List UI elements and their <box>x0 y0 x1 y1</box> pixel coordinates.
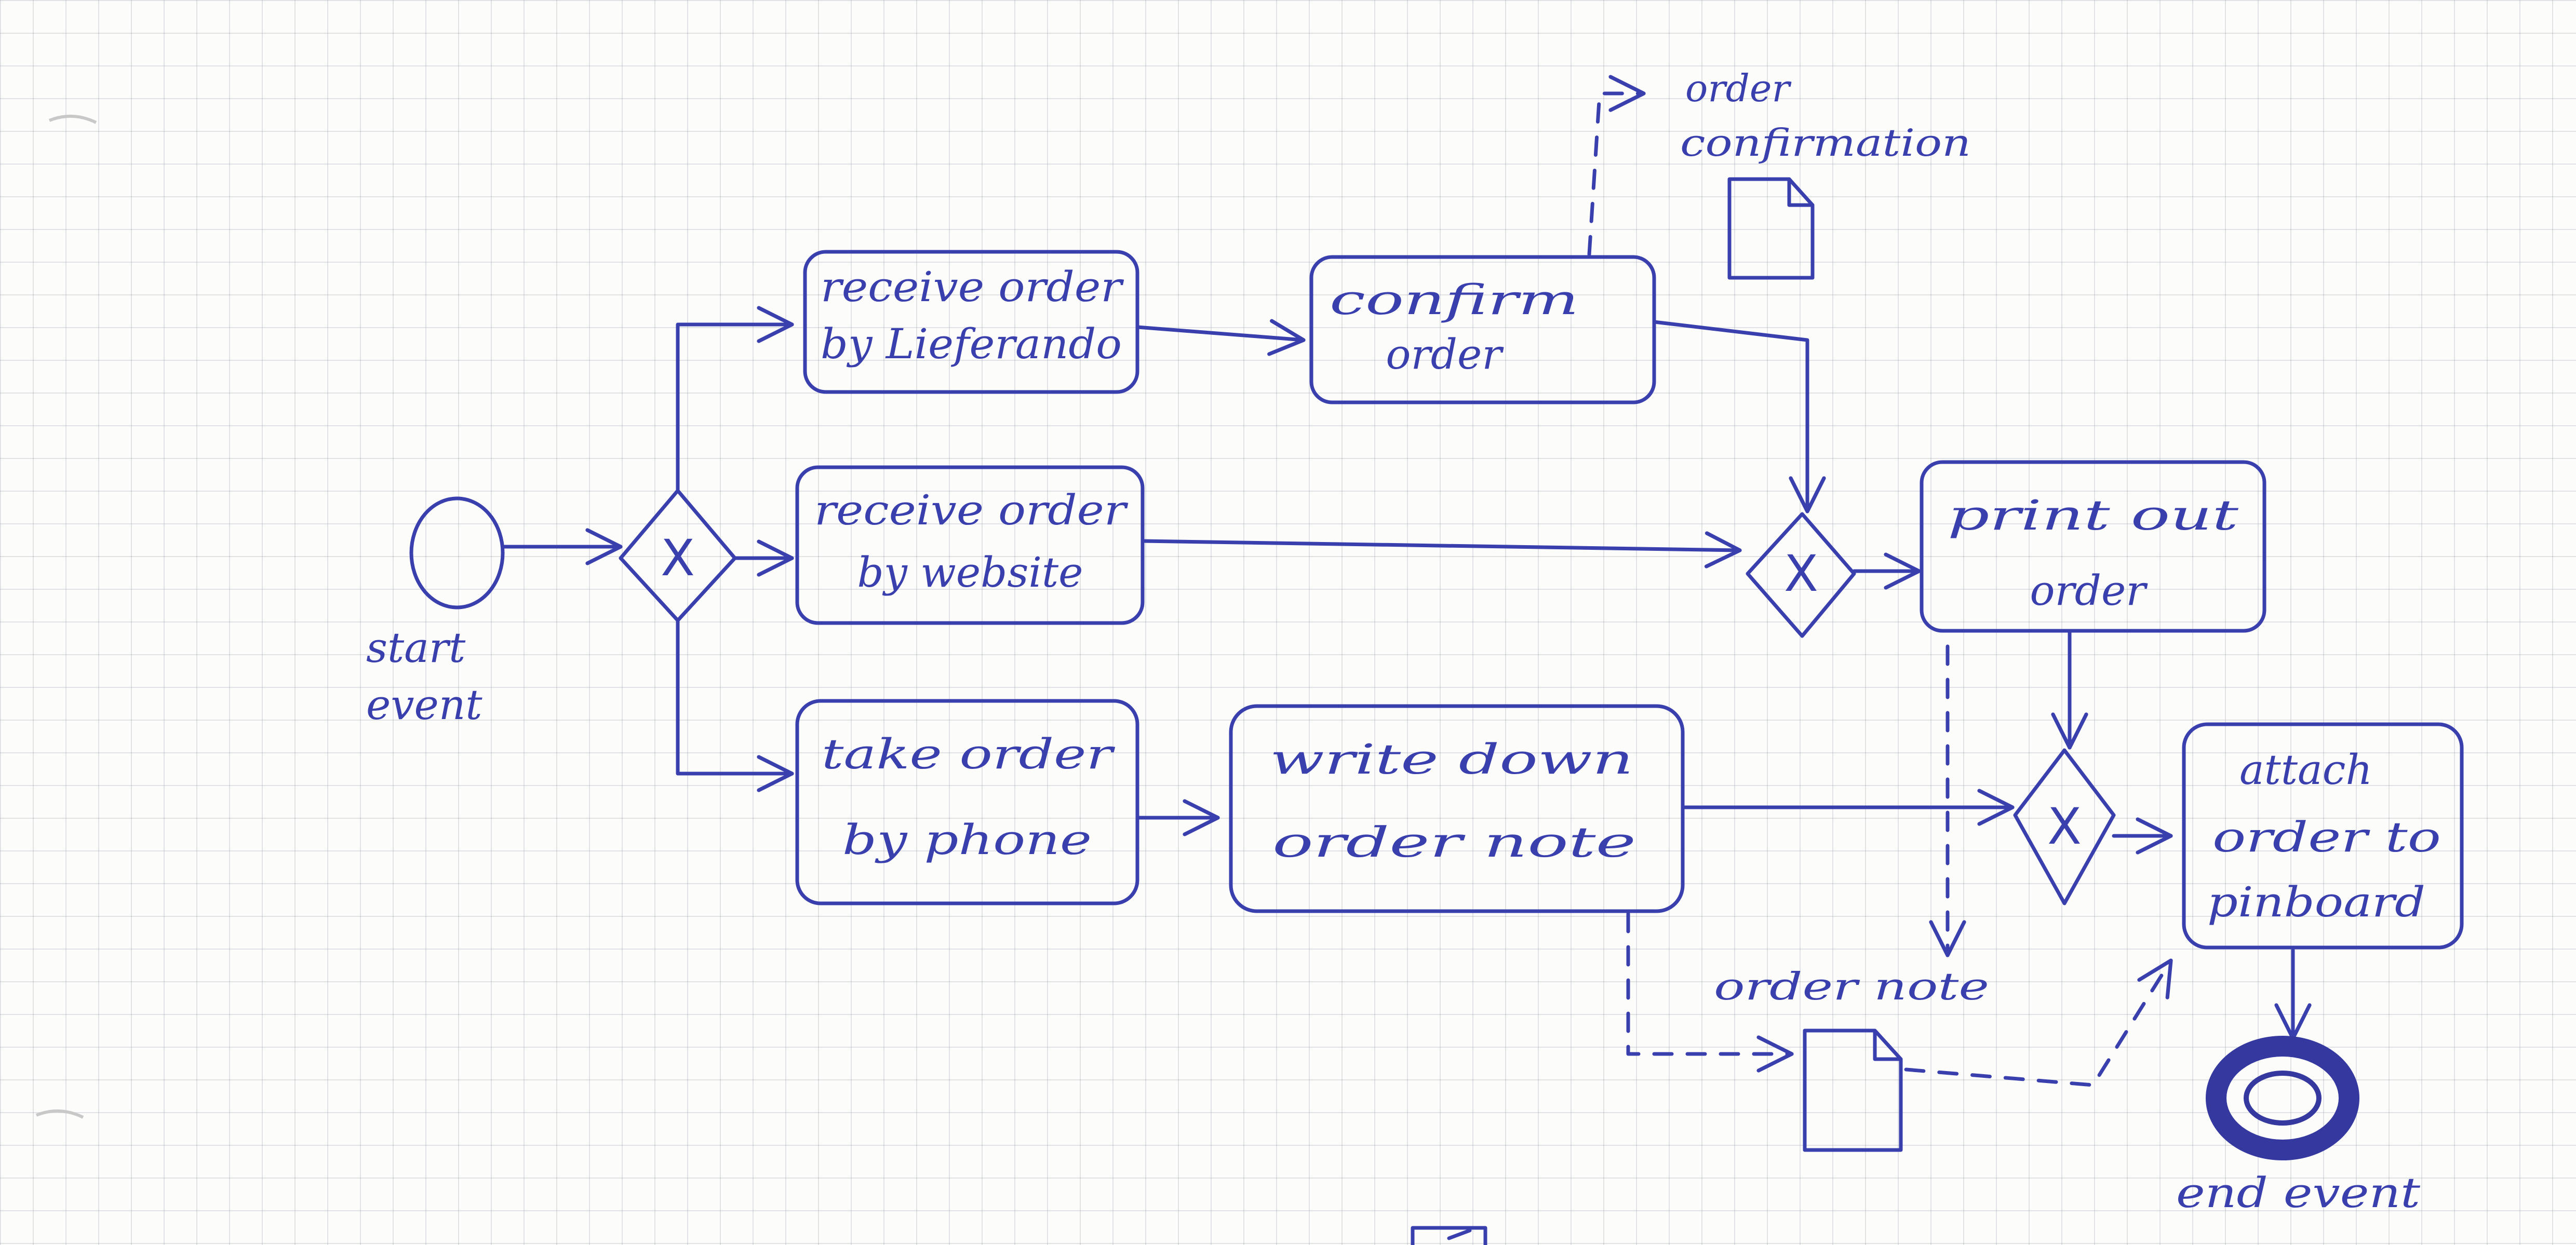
flow-confirm-to-merge-upper <box>1652 320 1826 513</box>
task-receive-order-by-lieferando: receive order by Lieferando <box>803 250 1139 394</box>
punch-hole-mark-top <box>48 115 97 124</box>
task-label-attach-line2: order to <box>2212 813 2441 861</box>
merge-gateway-lower: X <box>2013 748 2116 905</box>
data-object-order-note: order note <box>1714 965 1989 1152</box>
start-event-label-line1: start <box>366 624 466 672</box>
task-box-attach <box>2182 722 2464 950</box>
end-event-circle-outer <box>2206 1036 2359 1160</box>
order-confirmation-label-line1: order <box>1685 66 1791 110</box>
merge-gateway-upper-diamond <box>1746 512 1856 638</box>
association-write-note-to-order-note <box>1626 912 1794 1073</box>
task-label-phone-line1: take order <box>822 730 1116 778</box>
task-box-print <box>1920 460 2266 633</box>
task-attach-order-to-pinboard: attach order to pinboard <box>2182 722 2464 950</box>
task-label-phone-line2: by phone <box>842 816 1092 864</box>
task-label-lieferando-line1: receive order <box>821 263 1124 311</box>
task-label-website-line2: by website <box>857 548 1083 597</box>
association-confirm-to-order-confirmation <box>1587 75 1646 256</box>
flow-split-to-phone <box>676 618 794 792</box>
task-confirm-order: confirm order <box>1309 255 1656 404</box>
task-write-down-order-note: write down order note <box>1229 704 1685 913</box>
end-event-circle-inner <box>2244 1071 2322 1126</box>
task-label-print-line1: print out <box>1948 491 2239 539</box>
task-label-print-line2: order <box>2030 566 2148 615</box>
end-event: end event <box>2176 1036 2421 1217</box>
task-box-confirm <box>1309 255 1656 404</box>
start-event-circle <box>409 496 505 610</box>
task-print-out-order: print out order <box>1920 460 2266 633</box>
start-event-label-line2: event <box>366 681 482 729</box>
task-label-attach-line1: attach <box>2239 746 2372 794</box>
task-box-website <box>795 465 1145 625</box>
task-label-confirm-line1: confirm <box>1330 276 1579 324</box>
order-note-document-icon <box>1803 1029 1903 1152</box>
task-label-lieferando-line2: by Lieferando <box>821 320 1122 368</box>
order-note-document-fold <box>1873 1029 1903 1061</box>
flow-lieferando-to-confirm <box>1135 319 1306 356</box>
order-note-label: order note <box>1714 965 1989 1008</box>
data-object-order-confirmation: order confirmation <box>1680 66 1971 280</box>
order-confirmation-document-fold <box>1787 177 1815 207</box>
task-box-phone <box>795 699 1139 905</box>
merge-gateway-lower-x: X <box>2047 797 2082 856</box>
end-event-label: end event <box>2176 1169 2421 1217</box>
split-gateway: X <box>619 489 737 622</box>
flow-split-to-lieferando <box>676 306 794 493</box>
task-take-order-by-phone: take order by phone <box>795 699 1139 905</box>
task-label-attach-line3: pinboard <box>2207 878 2425 926</box>
task-label-write-note-line1: write down <box>1270 735 1633 783</box>
start-event: start event <box>366 496 505 729</box>
task-receive-order-by-website: receive order by website <box>795 465 1145 625</box>
task-box-lieferando <box>803 250 1139 394</box>
task-label-write-note-line2: order note <box>1272 818 1636 867</box>
merge-gateway-upper-x: X <box>1784 545 1818 603</box>
merge-gateway-lower-diamond <box>2013 748 2116 905</box>
order-confirmation-document-icon <box>1727 177 1815 280</box>
stray-pen-mark <box>1411 1226 1487 1245</box>
punch-hole-mark-bottom <box>35 1109 84 1119</box>
flow-website-to-merge-upper <box>1141 531 1742 569</box>
task-label-confirm-line2: order <box>1386 330 1504 378</box>
task-label-website-line1: receive order <box>814 486 1129 534</box>
split-gateway-x: X <box>661 529 695 587</box>
order-confirmation-label-line2: confirmation <box>1680 121 1971 165</box>
merge-gateway-upper: X <box>1746 512 1856 638</box>
